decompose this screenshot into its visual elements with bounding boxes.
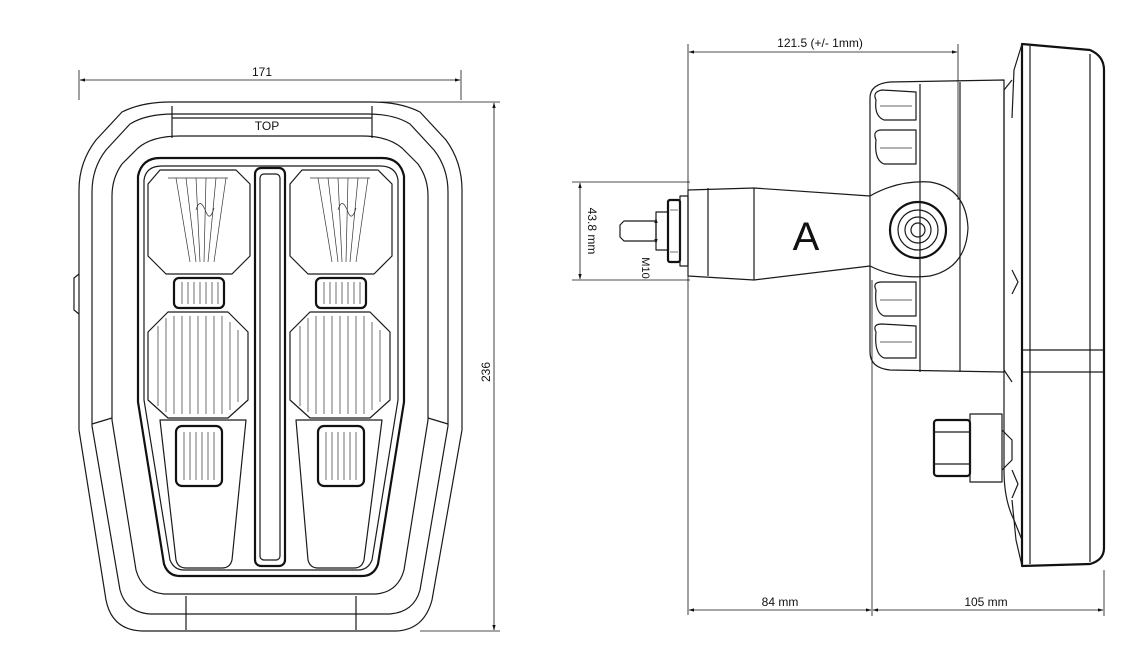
side-view: 121.5 (+/- 1mm) 43.8 mm M10	[572, 36, 1106, 616]
thread-label: M10	[639, 257, 651, 278]
lamp-body-side	[869, 42, 1106, 568]
height-dimension: 236	[380, 101, 500, 632]
lens-frame	[136, 156, 406, 578]
width-label: 171	[252, 65, 272, 79]
left-lamp-module	[147, 169, 251, 569]
bolt-height-label: 43.8 mm	[585, 208, 599, 255]
top-label: TOP	[255, 119, 279, 133]
bolt-height-dimension: 43.8 mm	[572, 181, 690, 281]
front-view: 171 236 TOP	[73, 65, 500, 632]
depth-dimensions: 84 mm 105 mm	[688, 280, 1105, 616]
center-light-bar	[253, 166, 287, 568]
bracket-depth-label: 84 mm	[762, 595, 799, 609]
bracket-a: A	[687, 181, 969, 281]
height-label: 236	[479, 362, 493, 382]
body-depth-label: 105 mm	[964, 595, 1007, 609]
width-dimension: 171	[78, 65, 462, 100]
bracket-label: A	[793, 215, 820, 259]
housing-outline: TOP	[73, 101, 463, 632]
mounting-bolt	[619, 195, 689, 267]
thread-dimension: M10	[639, 217, 658, 279]
overall-label: 121.5 (+/- 1mm)	[777, 36, 863, 50]
right-lamp-module	[289, 169, 393, 569]
overall-dimension: 121.5 (+/- 1mm)	[687, 36, 959, 615]
